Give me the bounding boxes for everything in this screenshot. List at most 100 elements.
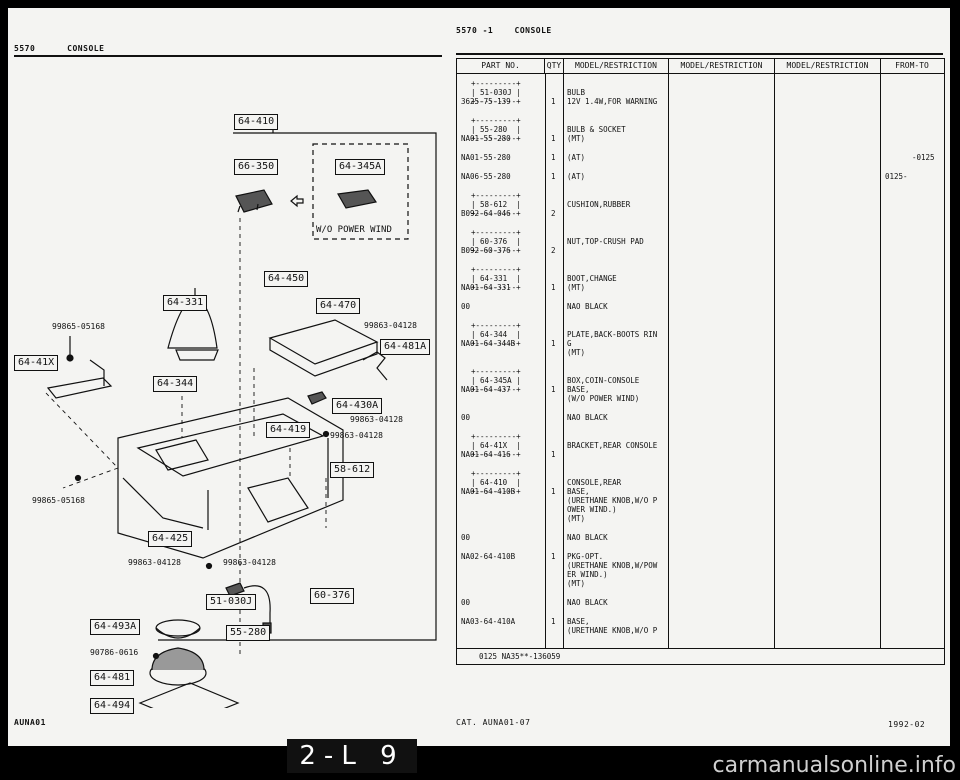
qty: 1	[551, 339, 556, 348]
callout-55-280: 55-280	[226, 625, 271, 641]
part-number: NA01-64-331	[461, 283, 511, 292]
part-number: NA06-55-280	[461, 172, 511, 181]
description: BRACKET,REAR CONSOLE	[567, 441, 658, 450]
part-number: NA01-64-437	[461, 385, 511, 394]
part-label-05168-bottom: 99865-05168	[32, 496, 85, 505]
left-header-rule	[14, 55, 442, 57]
description: NUT,TOP-CRUSH PAD	[567, 237, 644, 246]
description: PLATE,BACK-BOOTS RIN G (MT)	[567, 330, 658, 357]
footer-date: 1992-02	[888, 720, 926, 729]
qty: 1	[551, 97, 556, 106]
callout-58-612: 58-612	[330, 462, 375, 478]
description: BULB 12V 1.4W,FOR WARNING	[567, 88, 658, 106]
part-label-04128-a: 99863-04128	[364, 321, 417, 330]
right-header-rule	[456, 53, 943, 55]
description: (AT)	[567, 172, 586, 181]
callout-64-344: 64-344	[153, 376, 198, 392]
group-box: +---------+ | 64-41X | +---------+	[471, 432, 521, 459]
col-divider	[563, 73, 564, 648]
col-divider	[545, 73, 546, 648]
qty: 1	[551, 552, 556, 561]
part-number: NA01-64-410B	[461, 487, 516, 496]
part-label-04128-b: 99863-04128	[350, 415, 403, 424]
callout-64-410: 64-410	[234, 114, 279, 130]
group-box: +---------+ | 64-345A | +---------+	[471, 367, 521, 394]
callout-64-331: 64-331	[163, 295, 208, 311]
callout-64-41x: 64-41X	[14, 355, 59, 371]
callout-64-419: 64-419	[266, 422, 311, 438]
group-box: +---------+ | 51-030J | +---------+	[471, 79, 521, 106]
wo-power-wind-box	[312, 143, 409, 240]
table-bottom-rule	[457, 648, 944, 649]
description: (AT)	[567, 153, 586, 162]
swap-arrow-shape	[290, 194, 304, 208]
description: NAO BLACK	[567, 598, 608, 607]
qty: 2	[551, 246, 556, 255]
callout-66-350: 66-350	[234, 159, 279, 175]
page-mark: 2-L 9	[287, 739, 417, 773]
coin-box-shape	[235, 189, 273, 213]
callout-64-493a: 64-493A	[90, 619, 141, 635]
callout-60-376: 60-376	[310, 588, 355, 604]
col-divider	[880, 73, 881, 648]
part-number: 00	[461, 533, 471, 542]
description: BOOT,CHANGE (MT)	[567, 274, 617, 292]
watermark: carmanualsonline.info	[712, 753, 956, 778]
part-number: NA01-55-280	[461, 153, 511, 162]
callout-64-345a: 64-345A	[335, 159, 386, 175]
part-label-0616: 90786-0616	[90, 648, 139, 657]
description: PKG-OPT. (URETHANE KNOB,W/POW ER WIND.) …	[567, 552, 658, 588]
exploded-diagram: W/O POWER WIND 64-410 66-350 64-345A 64-…	[8, 58, 448, 714]
right-header-model: 5570	[456, 26, 478, 35]
right-header: 5570 -1 CONSOLE	[456, 26, 552, 35]
right-header-section: CONSOLE	[514, 26, 552, 35]
header-model-3: MODEL/RESTRICTION	[775, 59, 881, 73]
part-number: NA01-64-344B	[461, 339, 516, 348]
part-number: 3625-75-139	[461, 97, 511, 106]
diagram-frame	[158, 132, 437, 641]
console-body-shape	[117, 397, 344, 559]
qty: 1	[551, 617, 556, 626]
group-box: +---------+ | 60-376 | +---------+	[471, 228, 521, 255]
description: CONSOLE,REAR BASE, (URETHANE KNOB,W/O P …	[567, 478, 658, 523]
description: BOX,COIN-CONSOLE BASE, (W/O POWER WIND)	[567, 376, 640, 403]
qty: 2	[551, 209, 556, 218]
coin-base-shape	[337, 189, 377, 209]
group-box: +---------+ | 58-612 | +---------+	[471, 191, 521, 218]
from-to: 0125-	[885, 172, 908, 181]
description: NAO BLACK	[567, 413, 608, 422]
right-header-num: -1	[482, 26, 494, 35]
qty: 1	[551, 450, 556, 459]
header-from-to: FROM-TO	[895, 61, 929, 70]
callout-64-425: 64-425	[148, 531, 193, 547]
callout-64-494: 64-494	[90, 698, 135, 714]
part-label-04128-e: 99863-04128	[223, 558, 276, 567]
description: BULB & SOCKET (MT)	[567, 125, 626, 143]
from-to: -0125	[912, 153, 935, 162]
part-number: NA01-64-416	[461, 450, 511, 459]
header-model-1: MODEL/RESTRICTION	[564, 59, 669, 73]
col-divider	[668, 73, 669, 648]
description: NAO BLACK	[567, 302, 608, 311]
group-box: +---------+ | 64-344 | +---------+	[471, 321, 521, 348]
callout-51-030j: 51-030J	[206, 594, 257, 610]
qty: 1	[551, 172, 556, 181]
qty: 1	[551, 283, 556, 292]
part-number: B092-60-376	[461, 246, 511, 255]
footer-cat: CAT. AUNA01-07	[456, 718, 531, 727]
table-header: PART NO. QTY MODEL/RESTRICTION MODEL/RES…	[457, 59, 944, 74]
callout-64-450: 64-450	[264, 271, 309, 287]
part-number: NA01-55-280	[461, 134, 511, 143]
bracket-shape	[46, 377, 113, 399]
part-number: 00	[461, 598, 471, 607]
callout-64-430a: 64-430A	[332, 398, 383, 414]
part-label-04128-d: 99863-04128	[128, 558, 181, 567]
description: BASE, (URETHANE KNOB,W/O P	[567, 617, 658, 635]
part-label-05168-top: 99865-05168	[52, 322, 105, 331]
part-label-04128-c: 99863-04128	[330, 431, 383, 440]
left-header-section: CONSOLE	[67, 44, 105, 53]
callout-64-481a: 64-481A	[380, 339, 431, 355]
callout-64-470: 64-470	[316, 298, 361, 314]
header-model-2: MODEL/RESTRICTION	[669, 59, 775, 73]
parts-table: PART NO. QTY MODEL/RESTRICTION MODEL/RES…	[456, 58, 945, 665]
